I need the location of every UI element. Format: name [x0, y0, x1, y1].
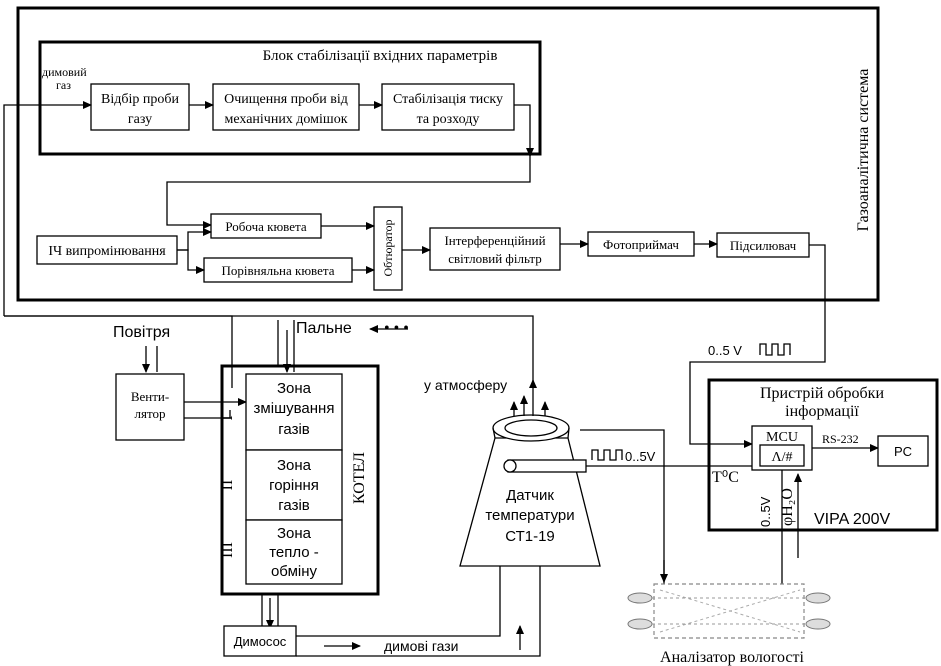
processor-title-1: Пристрій обробки	[760, 385, 884, 402]
sensor-name-3: СТ1-19	[505, 528, 555, 545]
reference-cell-block	[203, 257, 353, 283]
zone1-label-1: Зона	[277, 380, 312, 397]
zone-heat-exchange-block	[245, 519, 343, 585]
zone1-label-3: газів	[278, 421, 310, 438]
photodetector-label: Фотоприймач	[603, 237, 679, 252]
amplifier-pulse-icon	[759, 343, 791, 356]
flue-gas-input-label-1: димовий	[42, 65, 87, 79]
boiler-frame	[220, 364, 380, 596]
ir-source-label: ІЧ випромінювання	[48, 244, 166, 259]
fuel-dots: • • •	[384, 320, 409, 337]
atmosphere-sample-line	[4, 315, 534, 382]
temperature-input-label: T⁰C	[712, 469, 739, 486]
sensor-name-1: Датчик	[506, 487, 554, 504]
probe-pulse-icon	[591, 449, 623, 461]
exhauster-label: Димосос	[234, 634, 287, 649]
stack-top-inner	[504, 419, 558, 437]
pc-block	[877, 435, 929, 467]
stabilization-block-frame	[38, 40, 542, 156]
zone2-label-1: Зона	[277, 457, 312, 474]
zone2-label-2: горіння	[269, 477, 319, 494]
cleaning-label-1: Очищення проби від	[224, 92, 348, 107]
flue-gas-input-label-2: газ	[56, 78, 71, 92]
pressure-label-2: та розходу	[417, 112, 480, 127]
chopper-block	[373, 206, 403, 291]
fan-duct-line	[184, 410, 231, 419]
amplifier-signal-label: 0..5 V	[708, 343, 742, 358]
zone-combustion-block	[245, 449, 343, 521]
temperature-probe	[507, 459, 587, 473]
pressure-stabilization-block	[381, 83, 515, 131]
stabilization-block-title: Блок стабілізації вхідних параметрів	[263, 48, 498, 64]
sampling-label-1: Відбір проби	[101, 92, 179, 107]
filter-label-2: світловий фільтр	[448, 251, 541, 266]
sampling-label-2: газу	[128, 112, 152, 127]
mcu-label: MCU	[766, 430, 798, 445]
zone-mixing-block	[245, 373, 343, 451]
fan-block	[115, 373, 185, 441]
rs232-label: RS-232	[822, 432, 859, 446]
sampling-block	[90, 83, 190, 131]
photodetector-block	[587, 231, 695, 257]
flow-to-work-cell-arrow	[166, 154, 531, 229]
pc-label: PC	[894, 444, 912, 459]
exhauster-block	[223, 625, 297, 657]
humidity-analyzer-device	[627, 583, 831, 639]
flue-gas-inlet-arrow	[3, 101, 92, 316]
ir-to-ref-cell-arrow	[177, 249, 205, 274]
fuel-label: Пальне	[296, 320, 352, 337]
interference-filter-block	[429, 227, 561, 271]
processing-device-frame	[707, 378, 939, 532]
adc-label: Λ/#	[771, 450, 792, 465]
zone3-label-2: тепло -	[269, 544, 319, 561]
working-cell-block	[210, 213, 322, 239]
pressure-label-1: Стабілізація тиску	[393, 92, 503, 107]
zone-roman-1: I	[219, 415, 236, 420]
chopper-label: Обтюратор	[381, 219, 395, 276]
flue-gases-label: димові гази	[384, 638, 459, 654]
ir-to-work-cell-arrow	[177, 228, 212, 251]
zone-roman-2: II	[219, 480, 236, 491]
sensor-signal-label: 0..5V	[625, 449, 656, 464]
boiler-label: КОТЕЛ	[351, 452, 368, 504]
fan-label-2: лятор	[135, 406, 166, 421]
flue-duct-lower	[296, 566, 541, 657]
vipa-label: VIPA 200V	[814, 511, 891, 528]
working-cell-label: Робоча кювета	[225, 219, 306, 234]
air-label: Повітря	[113, 324, 170, 341]
reference-cell-label: Порівняльна кювета	[222, 263, 335, 278]
zone2-label-3: газів	[278, 497, 310, 514]
to-atmosphere-label: у атмосферу	[424, 377, 507, 393]
stack-edge-left	[492, 427, 496, 439]
flue-duct-upper	[296, 566, 501, 637]
zone3-label-3: обміну	[271, 563, 318, 580]
sensor-name-2: температури	[485, 507, 574, 524]
amplifier-to-mcu-arrow	[689, 244, 826, 448]
humidity-voltage-label: 0..5V	[758, 496, 773, 527]
stack-edge-right	[567, 427, 570, 439]
gas-analysis-system-frame	[16, 6, 880, 302]
amplifier-block	[716, 232, 810, 258]
gas-analysis-system-title: Газоаналітична система	[855, 69, 872, 232]
humidity-analyzer-label: Аналізатор вологості	[660, 649, 804, 666]
cleaning-label-2: механічних домішок	[224, 112, 347, 127]
analyzer-feed-line	[580, 429, 665, 486]
adc-block	[759, 444, 805, 467]
zone-roman-3: III	[219, 542, 236, 558]
processor-title-2: інформації	[785, 403, 859, 420]
fan-label-1: Венти-	[131, 389, 169, 404]
flow-arrow-3	[514, 104, 534, 157]
zone3-label-1: Зона	[277, 525, 312, 542]
filter-label-1: Інтерференційний	[444, 233, 545, 248]
humidity-input-label: φH₂O	[779, 488, 796, 526]
amplifier-label: Підсилювач	[730, 238, 797, 253]
zone1-label-2: змішування	[254, 400, 335, 417]
probe-tip	[503, 459, 517, 473]
